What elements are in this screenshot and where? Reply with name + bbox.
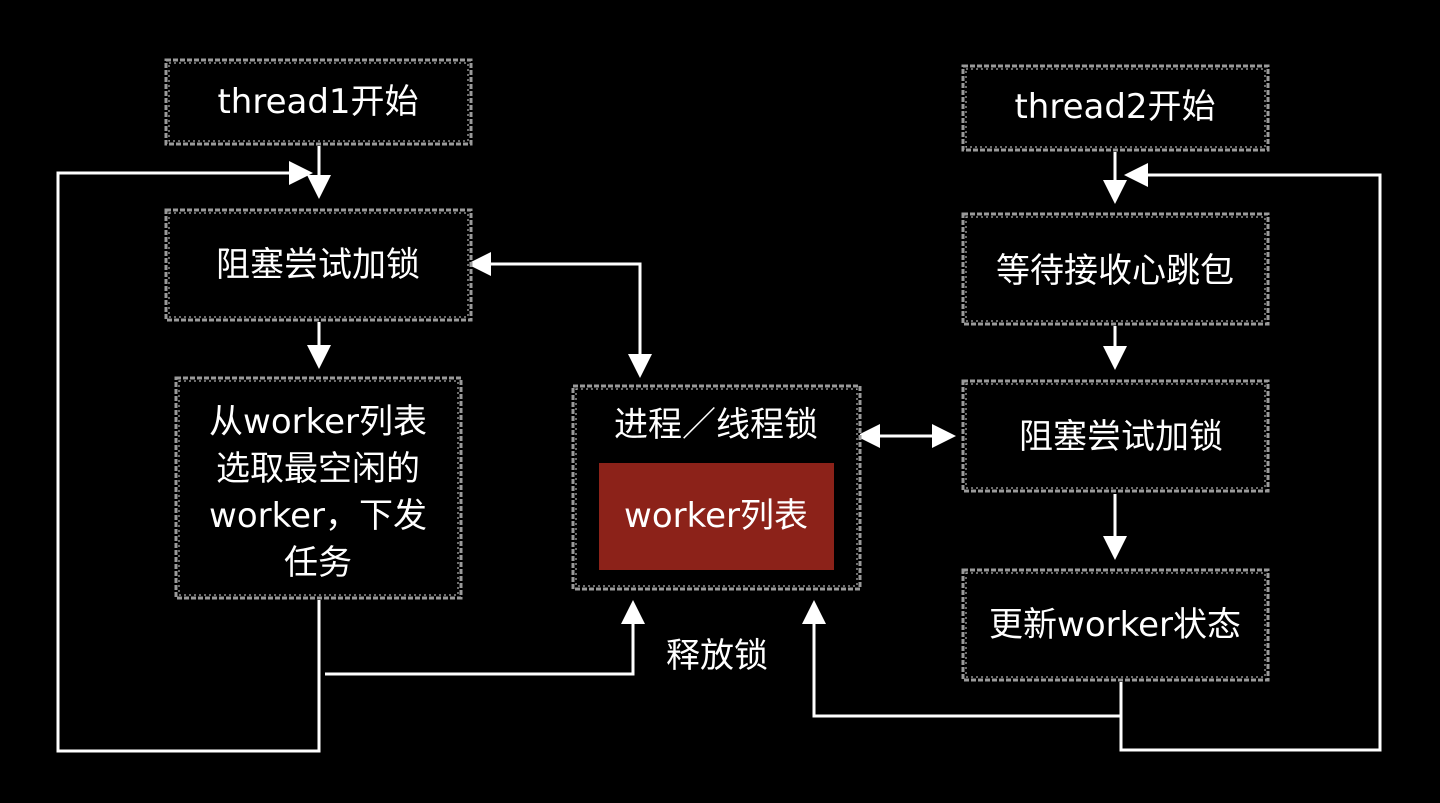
- thread1-start-label: thread1开始: [217, 82, 418, 122]
- t2-update-status-label: 更新worker状态: [989, 605, 1241, 645]
- node-t2-try-lock: 阻塞尝试加锁: [961, 379, 1270, 493]
- edge-t2-release-lock: [802, 600, 1123, 718]
- lock-label: 进程／线程锁: [614, 405, 818, 445]
- node-t2-update-status: 更新worker状态: [961, 568, 1270, 682]
- node-thread2-start: thread2开始: [961, 64, 1270, 152]
- t1-dispatch-line-4: 任务: [284, 543, 352, 583]
- edge-t1-loop-back: [56, 161, 321, 753]
- t1-dispatch-line-2: 选取最空闲的: [216, 449, 420, 489]
- t1-try-lock-label: 阻塞尝试加锁: [216, 245, 420, 285]
- edge-t1-release-lock: [325, 600, 645, 676]
- t2-wait-heartbeat-label: 等待接收心跳包: [996, 251, 1234, 291]
- thread2-start-label: thread2开始: [1014, 87, 1215, 127]
- node-process-thread-lock: 进程／线程锁 worker列表: [571, 384, 862, 591]
- worker-list-label: worker列表: [624, 496, 808, 536]
- node-t1-try-lock: 阻塞尝试加锁: [164, 208, 473, 322]
- edge-t2-loop-back: [1119, 163, 1382, 752]
- node-thread1-start: thread1开始: [164, 58, 473, 146]
- edges: [56, 146, 1382, 753]
- t1-dispatch-line-1: 从worker列表: [209, 402, 427, 442]
- t2-try-lock-label: 阻塞尝试加锁: [1019, 417, 1223, 457]
- edge-t1-lock-to-mutex: [467, 252, 652, 378]
- t1-dispatch-line-3: worker，下发: [209, 496, 427, 536]
- node-t1-dispatch: 从worker列表 选取最空闲的 worker，下发 任务: [174, 376, 463, 600]
- release-lock-label: 释放锁: [666, 636, 768, 676]
- node-t2-wait-heartbeat: 等待接收心跳包: [961, 212, 1270, 326]
- worker-list-box: [599, 463, 834, 570]
